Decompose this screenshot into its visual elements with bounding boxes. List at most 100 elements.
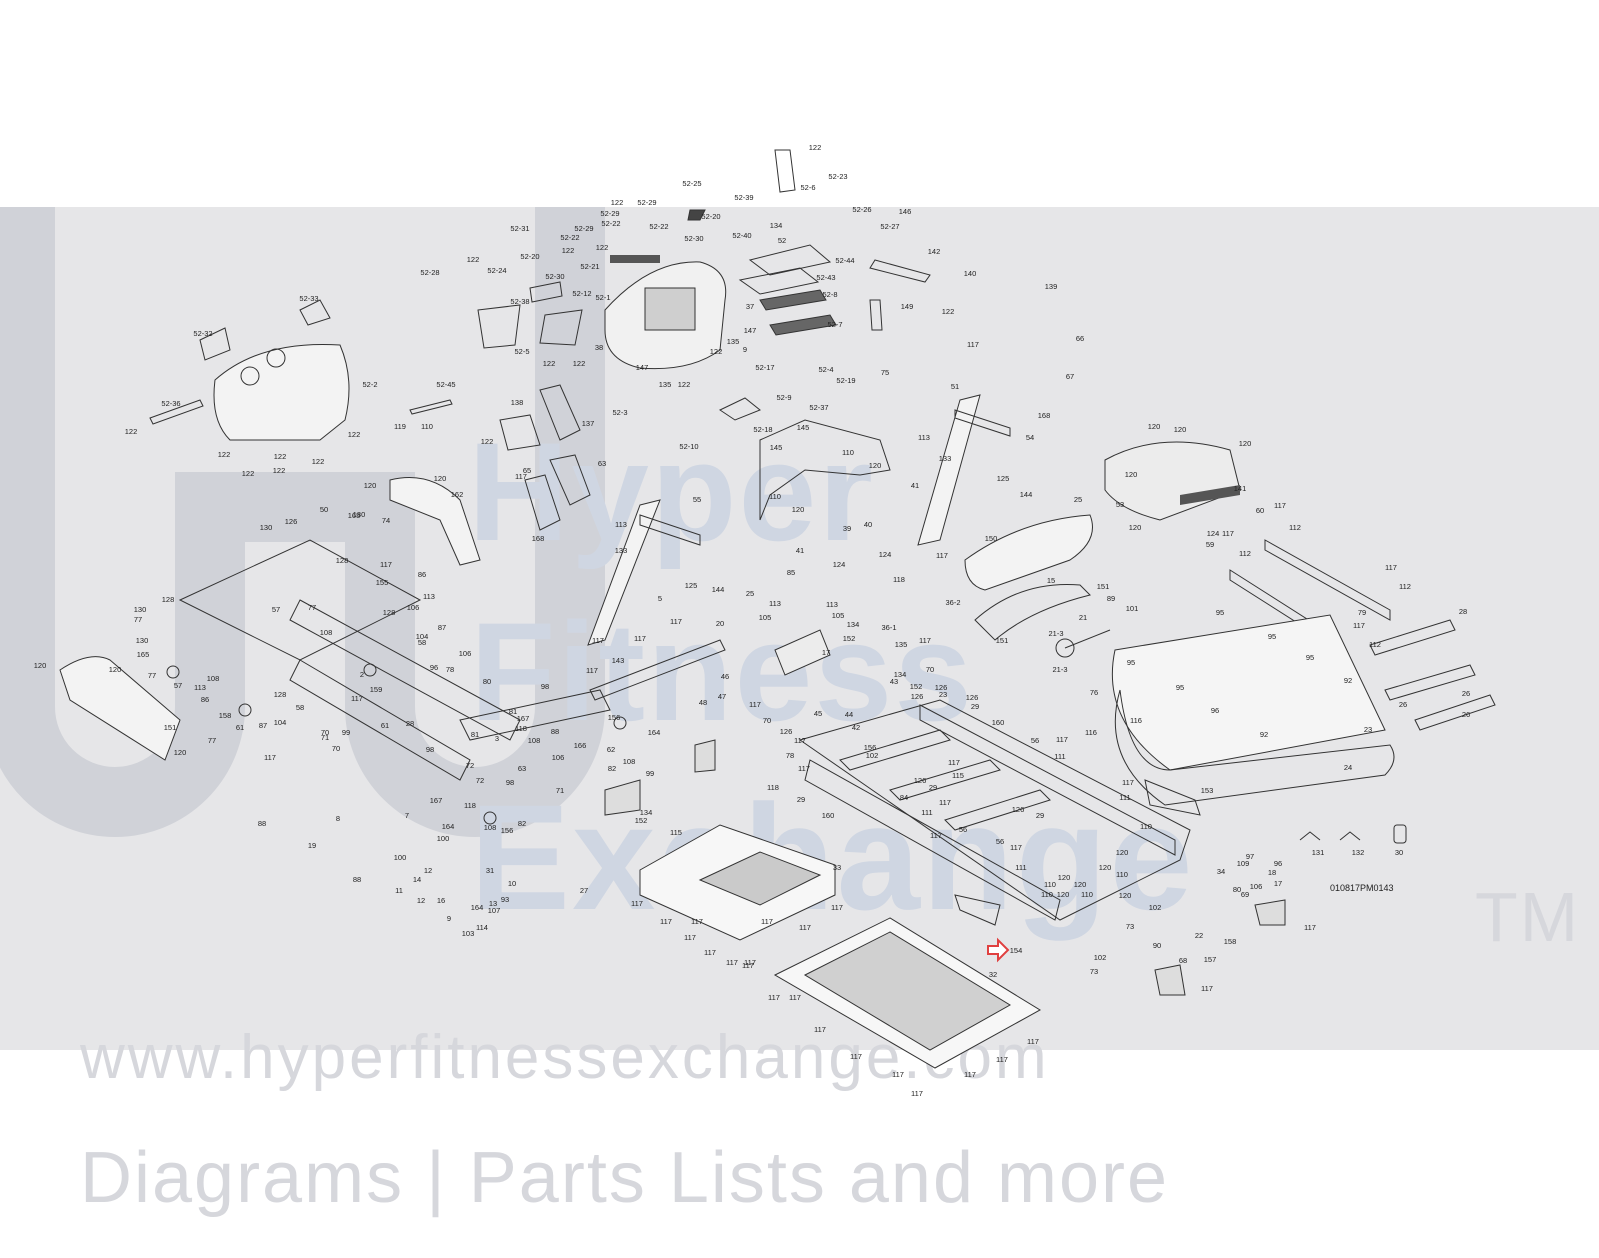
part-callout: 164 (648, 728, 661, 737)
part-callout: 12 (424, 866, 432, 875)
part-callout: 52-29 (574, 224, 593, 233)
part-callout: 117 (1056, 735, 1068, 744)
part-callout: 117 (1027, 1037, 1039, 1046)
part-callout: 30 (1395, 848, 1403, 857)
part-callout: 33 (833, 863, 841, 872)
part-callout: 108 (528, 736, 541, 745)
part-callout: 42 (852, 723, 860, 732)
part-callout: 84 (900, 793, 908, 802)
part-callout: 52-9 (776, 393, 791, 402)
part-callout: 159 (370, 685, 383, 694)
part-callout: 150 (985, 534, 998, 543)
part-callout: 63 (598, 459, 606, 468)
part-callout: 110 (769, 492, 781, 501)
part-callout: 52-22 (560, 233, 579, 242)
part-callout: 62 (607, 745, 615, 754)
part-callout: 145 (770, 443, 783, 452)
part-callout: 92 (1344, 676, 1352, 685)
part-callout: 120 (1148, 422, 1161, 431)
part-callout: 133 (615, 546, 628, 555)
part-callout: 117 (1122, 778, 1134, 787)
part-callout: 98 (506, 778, 514, 787)
part-callout: 130 (260, 523, 273, 532)
part-callout: 117 (742, 961, 754, 970)
part-callout: 52-28 (420, 268, 439, 277)
part-callout: 88 (258, 819, 266, 828)
part-callout: 52-37 (809, 403, 828, 412)
part-callout: 115 (952, 771, 964, 780)
part-callout: 34 (1217, 867, 1225, 876)
part-callout: 52-5 (514, 347, 529, 356)
part-callout: 117 (634, 634, 646, 643)
part-callout: 52-29 (637, 198, 656, 207)
part-callout: 164 (442, 822, 455, 831)
part-callout: 106 (1250, 882, 1263, 891)
part-callout: 52-22 (601, 219, 620, 228)
part-callout: 120 (869, 461, 882, 470)
part-callout: 56 (1031, 736, 1039, 745)
part-callout: 19 (308, 841, 316, 850)
part-callout: 117 (264, 753, 276, 762)
part-callout: 117 (1222, 529, 1234, 538)
part-callout: 142 (928, 247, 941, 256)
part-callout: 111 (921, 808, 932, 817)
part-callout: 56 (959, 825, 967, 834)
part-callout: 81 (509, 707, 517, 716)
part-callout: 156 (864, 743, 877, 752)
part-callout: 124 (833, 560, 846, 569)
part-callout: 80 (1233, 885, 1241, 894)
part-callout: 128 (336, 556, 349, 565)
part-callout: 116 (1085, 728, 1097, 737)
part-callout: 56 (996, 837, 1004, 846)
part-callout: 117 (964, 1070, 976, 1079)
part-callout: 109 (1237, 859, 1250, 868)
part-callout: 103 (462, 929, 475, 938)
part-callout: 96 (430, 663, 438, 672)
base-frame (59, 477, 726, 825)
part-callout: 110 (1081, 890, 1093, 899)
part-callout: 165 (137, 650, 150, 659)
part-callout: 120 (364, 481, 377, 490)
part-callout: 39 (843, 524, 851, 533)
part-callout: 117 (967, 340, 979, 349)
part-callout: 126 (966, 693, 979, 702)
part-callout: 52-2 (362, 380, 377, 389)
part-callout: 128 (162, 595, 175, 604)
part-callout: 79 (1358, 608, 1366, 617)
part-callout: 88 (353, 875, 361, 884)
part-callout: 100 (437, 834, 450, 843)
part-callout: 134 (894, 670, 907, 679)
part-callout: 111 (1119, 793, 1130, 802)
part-callout: 11 (395, 886, 403, 895)
part-callout: 58 (296, 703, 304, 712)
part-callout: 122 (242, 469, 255, 478)
part-callout: 95 (1127, 658, 1135, 667)
motor-hood-shroud (149, 299, 453, 441)
part-callout: 72 (476, 776, 484, 785)
part-callout: 52-12 (572, 289, 591, 298)
part-callout: 118 (767, 783, 779, 792)
part-callout: 8 (336, 814, 340, 823)
part-callout: 151 (164, 723, 177, 732)
part-callout: 117 (1010, 843, 1022, 852)
part-callout: 113 (826, 600, 838, 609)
part-callout: 141 (1234, 484, 1247, 493)
part-callout: 117 (939, 798, 951, 807)
part-callout: 138 (511, 398, 524, 407)
part-callout: 95 (1176, 683, 1184, 692)
part-callout: 164 (471, 903, 484, 912)
part-callout: 43 (890, 677, 898, 686)
part-callout: 120 (1074, 880, 1087, 889)
part-callout: 118 (893, 575, 905, 584)
part-callout: 76 (1090, 688, 1098, 697)
part-callout: 52-33 (299, 294, 318, 303)
part-callout: 52-25 (682, 179, 701, 188)
part-callout: 120 (1125, 470, 1138, 479)
part-callout: 126 (914, 776, 927, 785)
callout-labels: 12252-652-2352-2514652-3952-2652-2713452… (34, 143, 1470, 1098)
part-callout: 122 (710, 347, 723, 356)
part-callout: 51 (951, 382, 959, 391)
part-callout: 117 (1274, 501, 1286, 510)
part-callout: 110 (1044, 880, 1056, 889)
part-callout: 73 (1090, 967, 1098, 976)
